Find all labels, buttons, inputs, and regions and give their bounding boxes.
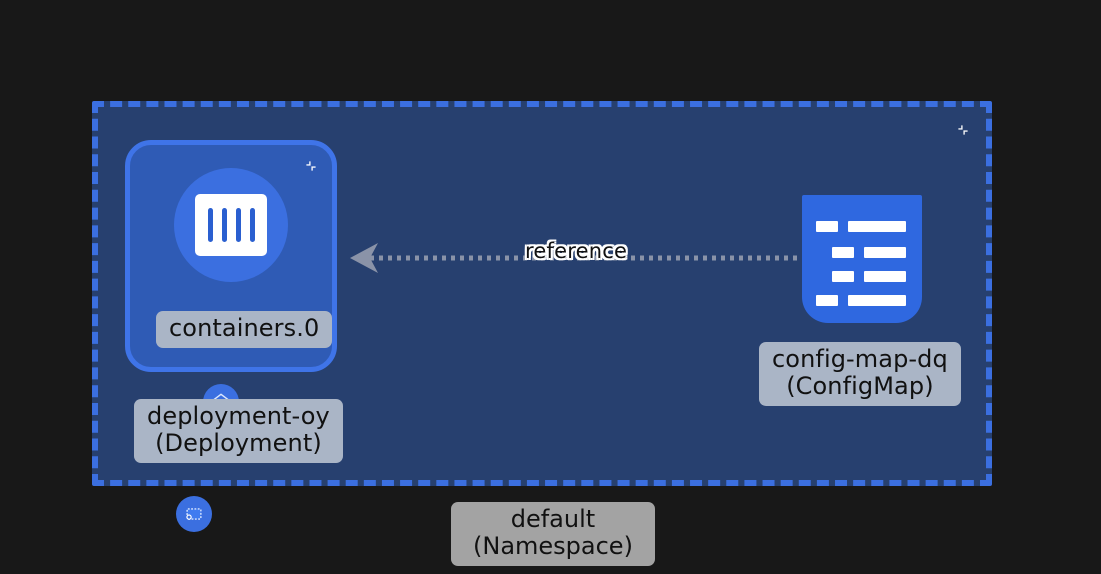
edge-label-reference: reference	[525, 239, 628, 263]
configmap-value	[864, 247, 906, 258]
configmap-key	[816, 221, 838, 232]
configmap-value	[864, 271, 906, 282]
configmap-list-icon[interactable]	[802, 195, 922, 323]
container-bar	[221, 208, 227, 242]
node-label-containers: containers.0	[156, 311, 333, 349]
namespace-label: default (Namespace)	[451, 502, 655, 567]
container-bar	[235, 208, 241, 242]
container-icon	[174, 168, 288, 282]
dashed-rectangle-icon[interactable]	[176, 496, 212, 532]
configmap-value	[848, 295, 906, 306]
configmap-value	[848, 221, 906, 232]
node-label-deployment: deployment-oy (Deployment)	[134, 399, 343, 464]
configmap-key	[832, 247, 854, 258]
container-glyph	[195, 194, 267, 256]
configmap-key	[816, 295, 838, 306]
configmap-key	[832, 271, 854, 282]
node-label-configmap: config-map-dq (ConfigMap)	[759, 342, 961, 407]
node-deployment-oy[interactable]: containers.0	[125, 140, 337, 372]
container-bar	[249, 208, 255, 242]
namespace-group-default[interactable]: containers.0 deployment-oy (Deployment)	[92, 101, 992, 532]
collapse-inward-icon[interactable]	[302, 157, 320, 175]
container-bar	[207, 208, 213, 242]
collapse-inward-icon[interactable]	[954, 121, 972, 139]
